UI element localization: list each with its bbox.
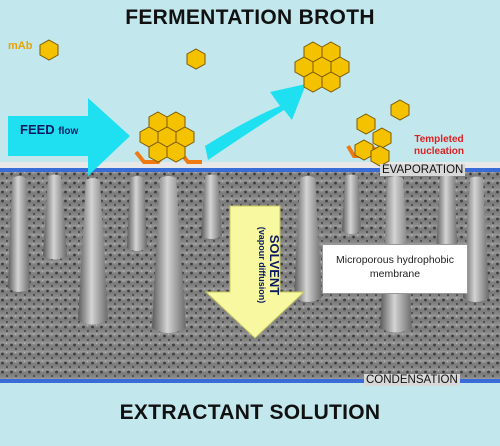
solvent-arrow-label: SOLVENT (vapour diffusion) <box>226 200 286 330</box>
outflow-curved-arrow <box>205 84 306 160</box>
top-compartment-title: FERMENTATION BROTH <box>125 6 375 29</box>
solvent-label: SOLVENT <box>267 234 282 296</box>
nucleation-line-2: nucleation <box>413 146 464 157</box>
membrane-line-2: membrane <box>369 268 421 280</box>
bottom-compartment-title: EXTRACTANT SOLUTION <box>119 401 381 424</box>
condensation-label: CONDENSATION <box>364 374 460 386</box>
solvent-arrow <box>204 205 306 339</box>
templated-nucleation-label: Templeted nucleation <box>404 134 474 158</box>
membrane-description-box: Microporous hydrophobic membrane <box>322 244 468 294</box>
mab-legend-hexagon <box>39 39 59 61</box>
feed-flow-label: FEED flow <box>20 122 78 137</box>
membrane-line-1: Microporous hydrophobic <box>336 254 454 266</box>
mab-legend-label: mAb <box>8 40 33 52</box>
evaporation-label: EVAPORATION <box>380 164 466 176</box>
solvent-sublabel: (vapour diffusion) <box>257 226 267 304</box>
feed-flow-arrow <box>8 98 130 176</box>
feed-label-main: FEED <box>20 122 55 137</box>
feed-label-suffix: flow <box>58 126 79 137</box>
mab-molecules <box>39 39 410 167</box>
nucleation-line-1: Templeted <box>414 134 464 145</box>
membrane-skin-layer <box>0 162 500 172</box>
